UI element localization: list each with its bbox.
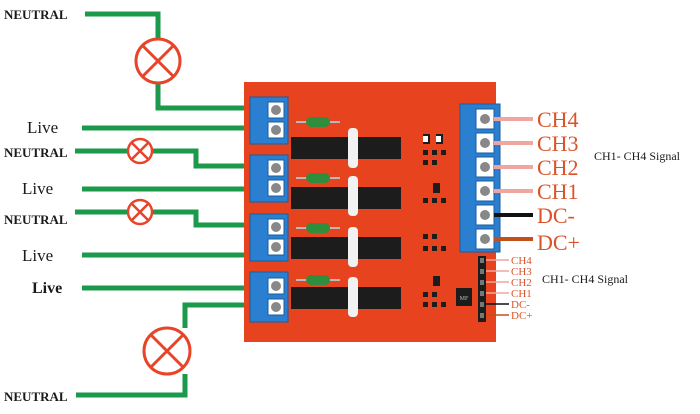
relay: [291, 227, 401, 267]
label-dc-plus: DC+: [537, 230, 580, 255]
header-signal-note: CH1- CH4 Signal: [542, 272, 629, 286]
signal-note: CH1- CH4 Signal: [594, 149, 681, 163]
label-live: Live: [22, 179, 53, 198]
label-live: Live: [32, 280, 62, 297]
relay: [291, 176, 401, 216]
left-terminal-blocks: [249, 96, 289, 323]
lamp-icon: [126, 198, 154, 226]
resistor: [296, 117, 340, 127]
label-neutral: NEUTRAL: [4, 389, 68, 404]
wire-lamp4-in: [182, 302, 268, 328]
terminal-block: [249, 271, 289, 323]
relays: [291, 128, 401, 317]
header-label-ch3: CH3: [511, 266, 532, 278]
wire-lamp3-out: [153, 209, 268, 228]
label-neutral: NEUTRAL: [4, 7, 68, 22]
label-ch3: CH3: [537, 131, 579, 156]
wire-live-1: [82, 122, 268, 131]
lamp-icon: [126, 137, 154, 165]
resistor: [296, 173, 340, 183]
label-ch2: CH2: [537, 155, 579, 180]
label-ch1: CH1: [537, 179, 579, 204]
resistors: [296, 117, 340, 285]
pin-header: [478, 256, 509, 322]
header-label-dc-minus: DC-: [511, 299, 530, 311]
header-label-dc-plus: DC+: [511, 310, 532, 322]
right-terminal-block: [459, 103, 501, 253]
terminal-block: [249, 213, 289, 262]
lamp-icon: [134, 37, 182, 85]
chip-label: MF: [460, 296, 469, 302]
label-neutral: NEUTRAL: [4, 145, 68, 160]
label-ch4: CH4: [537, 107, 579, 132]
wire-lamp1-out: [155, 84, 268, 111]
label-live: Live: [22, 246, 53, 265]
resistor: [296, 223, 340, 233]
label-live: Live: [27, 118, 58, 137]
resistor: [296, 275, 340, 285]
label-dc-minus: DC-: [537, 203, 575, 228]
chip: MF: [456, 288, 472, 306]
leds: [423, 136, 441, 142]
wire-neutral-1: [85, 11, 161, 38]
relay: [291, 277, 401, 317]
header-label-ch4: CH4: [511, 255, 532, 267]
label-neutral: NEUTRAL: [4, 212, 68, 227]
header-label-ch1: CH1: [511, 288, 532, 300]
green-wires: [75, 11, 268, 398]
relay: [291, 128, 401, 168]
terminal-block: [249, 154, 289, 203]
wire-lamp2-out: [153, 148, 268, 169]
signal-wires: [494, 117, 533, 241]
wire-neutral-4: [76, 374, 188, 398]
header-label-ch2: CH2: [511, 277, 532, 289]
terminal-block: [249, 96, 289, 145]
lamp-icon: [142, 326, 192, 376]
